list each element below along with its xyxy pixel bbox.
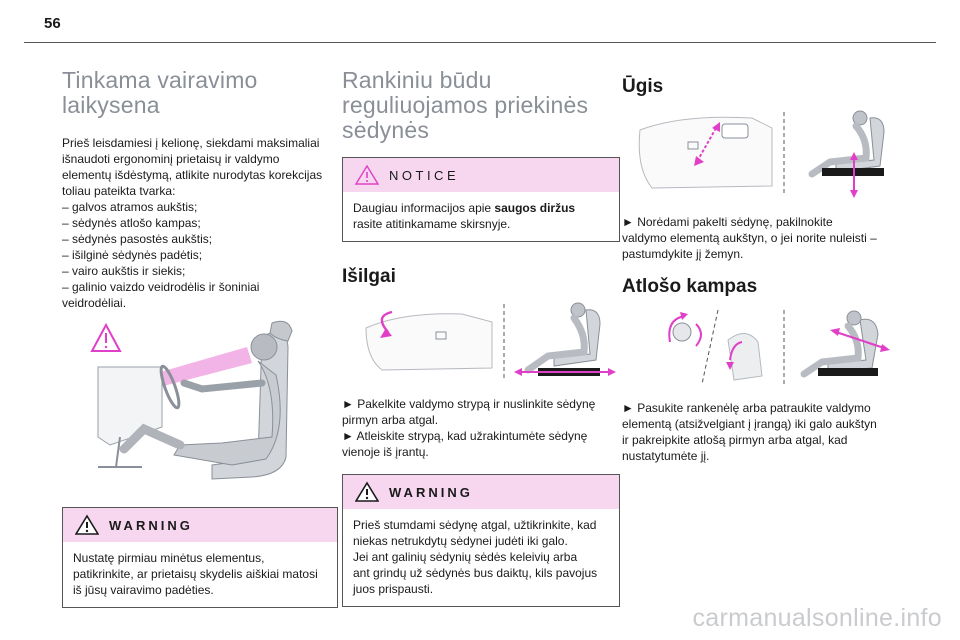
warning-text: Nustatę pirmiau minėtus elementus, patik… [63, 542, 337, 607]
text-line: ant grindų už sėdynės bus daiktų, kils p… [353, 566, 598, 580]
subsection-title-backrest: Atlošo kampas [622, 276, 758, 297]
section-title-manual-seats: Rankiniu būdu reguliuojamos priekinės sė… [342, 68, 620, 143]
section-title-driving-position: Tinkama vairavimo laikysena [62, 68, 338, 118]
instruction-line: ► Norėdami pakelti sėdynę, pakilnokite [622, 215, 833, 229]
height-instructions: ► Norėdami pakelti sėdynę, pakilnokite v… [622, 214, 904, 262]
longitudinal-illustration [342, 298, 620, 384]
seat-height-icon [638, 110, 885, 198]
list-item: – galinio vaizdo veidrodėlis ir šoniniai [62, 280, 260, 294]
top-rule [24, 42, 936, 43]
subsection-title-height: Ūgis [622, 76, 664, 97]
text-line: Jei ant galinių sėdynių sėdės keleivių a… [353, 550, 578, 564]
warning-triangle-icon [75, 514, 99, 535]
footer-watermark: carmanualsonline.info [692, 604, 942, 632]
text-line: iš jūsų vairavimo padėties. [73, 583, 214, 597]
instruction-line: valdymo elementą aukštyn, o jei norite n… [622, 231, 877, 245]
text-line: rasite atitinkamame skirsnyje. [353, 217, 511, 231]
text-line: Prieš stumdami sėdynę atgal, užtikrinkit… [353, 518, 597, 532]
backrest-illustration [622, 306, 904, 388]
column-manual-seats: Rankiniu būdu reguliuojamos priekinės sė… [342, 68, 620, 607]
intro-paragraph: Prieš leisdamiesi į kelionę, siekdami ma… [62, 135, 338, 311]
text-line: patikrinkite, ar prietaisų skydelis aišk… [73, 567, 318, 581]
longitudinal-instructions: ► Pakelkite valdymo strypą ir nuslinkite… [342, 396, 620, 460]
warning-box-seat-slide: WARNING Prieš stumdami sėdynę atgal, užt… [342, 474, 620, 607]
title-line: Rankiniu būdu [342, 67, 492, 93]
list-item: – sėdynės atlošo kampas; [62, 216, 201, 230]
warning-triangle-icon [355, 481, 379, 502]
instruction-line: vienoje iš įrantų. [342, 445, 429, 459]
column-height-backrest: Ūgis ► Norėdami pakelti sėdynę, pakilnok… [622, 68, 904, 464]
notice-text: Daugiau informacijos apie saugos diržus … [343, 192, 619, 241]
list-item: – išilginė sėdynės padėtis; [62, 248, 203, 262]
notice-triangle-icon [355, 164, 379, 185]
instruction-line: ► Pakelkite valdymo strypą ir nuslinkite… [342, 397, 596, 411]
driver-seated-icon [90, 320, 293, 480]
text-line: elementų išdėstymą, atlikite nurodytas k… [62, 168, 323, 182]
instruction-line: pastumdykite jį žemyn. [622, 247, 744, 261]
instruction-line: ► Atleiskite strypą, kad užrakintumėte s… [342, 429, 588, 443]
title-line: reguliuojamos priekinės [342, 92, 589, 118]
warning-heading: WARNING [109, 517, 193, 533]
subsection-title-longitudinal: Išilgai [342, 266, 396, 287]
warning-text: Prieš stumdami sėdynę atgal, užtikrinkit… [343, 509, 619, 606]
notice-box-seatbelts: NOTICE Daugiau informacijos apie saugos … [342, 157, 620, 242]
warning-header: WARNING [63, 508, 337, 542]
instruction-line: elementą (atsižvelgiant į įrangą) iki ga… [622, 417, 877, 431]
list-item: – sėdynės pasostės aukštis; [62, 232, 213, 246]
text-line: išnaudoti ergonominį prietaisų ir valdym… [62, 152, 280, 166]
text-line: Nustatę pirmiau minėtus elementus, [73, 551, 265, 565]
warning-triangle-icon [90, 322, 122, 352]
text-line: niekas netrukdytų sėdynei judėti iki gal… [353, 534, 568, 548]
instruction-line: ir pakreipkite atlošą pirmyn arba atgal,… [622, 433, 848, 447]
driver-position-illustration [62, 317, 338, 495]
column-driving-position: Tinkama vairavimo laikysena Prieš leisda… [62, 68, 338, 608]
seat-slide-icon [365, 302, 616, 380]
bold-term: saugos diržus [494, 201, 576, 215]
text-fragment: Daugiau informacijos apie [353, 201, 495, 215]
text-line: toliau pateikta tvarka: [62, 184, 176, 198]
backrest-instructions: ► Pasukite rankenėlę arba patraukite val… [622, 400, 904, 464]
instruction-line: nustatytumėte jį. [622, 449, 710, 463]
title-line: Tinkama vairavimo [62, 67, 258, 93]
warning-heading: WARNING [389, 484, 473, 500]
warning-header: WARNING [343, 475, 619, 509]
notice-heading: NOTICE [389, 167, 460, 183]
warning-box-driving: WARNING Nustatę pirmiau minėtus elementu… [62, 507, 338, 608]
instruction-line: ► Pasukite rankenėlę arba patraukite val… [622, 401, 871, 415]
height-illustration [622, 108, 904, 200]
text-line: Prieš leisdamiesi į kelionę, siekdami ma… [62, 136, 320, 150]
instruction-line: pirmyn arba atgal. [342, 413, 439, 427]
title-line: laikysena [62, 92, 160, 118]
backrest-angle-icon [668, 309, 890, 386]
list-item: – vairo aukštis ir siekis; [62, 264, 186, 278]
list-item: – galvos atramos aukštis; [62, 200, 198, 214]
title-line: sėdynės [342, 117, 430, 143]
page-number: 56 [44, 15, 61, 32]
list-item: veidrodėliai. [62, 296, 127, 310]
text-line: juos prispausti. [353, 582, 434, 596]
notice-header: NOTICE [343, 158, 619, 192]
